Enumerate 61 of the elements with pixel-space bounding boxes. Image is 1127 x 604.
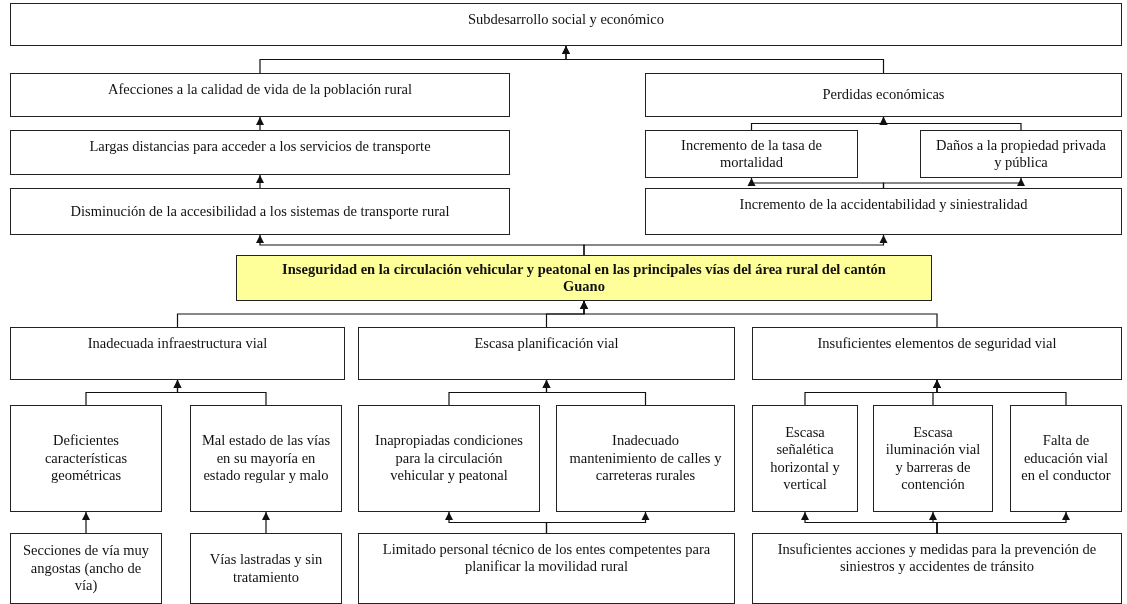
box-text: Incremento de la accidentabilidad y siniestralidad bbox=[739, 196, 1028, 214]
arrow bbox=[255, 174, 265, 189]
cause-effect-box bbox=[10, 533, 162, 604]
arrow bbox=[545, 511, 650, 534]
problem-box bbox=[236, 255, 932, 301]
cause-effect-box bbox=[190, 533, 342, 604]
cause-effect-box bbox=[10, 3, 1122, 46]
box-text: Secciones de vía muy angostas (ancho de vía) bbox=[21, 542, 150, 595]
cause-effect-box bbox=[358, 533, 735, 604]
cause-effect-box bbox=[10, 73, 510, 117]
cause-effect-box bbox=[645, 73, 1122, 117]
cause-effect-box bbox=[10, 327, 345, 380]
box-text: Afecciones a la calidad de vida de la población rural bbox=[108, 81, 412, 99]
box-text: Deficientes características geométricas bbox=[43, 432, 129, 485]
box-text: Inapropiadas condiciones para la circulación vehicular y peatonal bbox=[374, 432, 524, 485]
cause-effect-box bbox=[358, 405, 540, 512]
cause-effect-box bbox=[645, 130, 858, 178]
cause-effect-box bbox=[920, 130, 1122, 178]
box-text: Escasa señalética horizontal y vertical bbox=[769, 423, 841, 494]
box-text: Perdidas económicas bbox=[822, 86, 945, 104]
box-text: Inseguridad en la circulación vehicular y peatonal en las principales vías del área rural del cantón Guano bbox=[281, 260, 887, 296]
box-text: Daños a la propiedad privada y pública bbox=[935, 136, 1107, 172]
arrow bbox=[882, 177, 1026, 189]
arrow bbox=[936, 511, 1071, 534]
box-text: Vías lastradas y sin tratamiento bbox=[208, 551, 324, 586]
cause-effect-box bbox=[645, 188, 1122, 235]
cause-effect-box bbox=[752, 533, 1122, 604]
box-text: Escasa planificación vial bbox=[474, 335, 619, 353]
cause-effect-box bbox=[1010, 405, 1122, 512]
box-text: Insuficientes acciones y medidas para la prevención de siniestros y accidentes de tránsito bbox=[776, 541, 1098, 576]
cause-effect-box bbox=[10, 188, 510, 235]
box-text: Limitado personal técnico de los entes competentes para planificar la movilidad rural bbox=[381, 541, 712, 576]
arrow bbox=[81, 511, 91, 534]
cause-effect-box bbox=[190, 405, 342, 512]
box-text: Incremento de la tasa de mortalidad bbox=[680, 136, 823, 172]
cause-effect-box bbox=[873, 405, 993, 512]
arrow bbox=[255, 116, 265, 131]
cause-effect-box bbox=[10, 130, 510, 175]
arrow bbox=[173, 379, 267, 406]
box-text: Falta de educación vial en el conductor bbox=[1021, 432, 1111, 485]
cause-effect-box bbox=[752, 405, 858, 512]
box-text: Inadecuado mantenimiento de calles y carreteras rurales bbox=[568, 432, 723, 485]
cause-effect-box bbox=[358, 327, 735, 380]
arrow bbox=[747, 177, 885, 189]
cause-effect-box bbox=[556, 405, 735, 512]
box-text: Disminución de la accesibilidad a los sistemas de transporte rural bbox=[70, 202, 450, 221]
arrow bbox=[579, 300, 938, 328]
box-text: Mal estado de las vías en su mayoría en estado regular y malo bbox=[201, 432, 331, 485]
arrow bbox=[542, 379, 647, 406]
box-text: Insuficientes elementos de seguridad vial bbox=[817, 335, 1057, 353]
box-text: Inadecuada infraestructura vial bbox=[87, 335, 268, 353]
arrow bbox=[561, 45, 885, 74]
box-text: Subdesarrollo social y económico bbox=[467, 11, 665, 29]
cause-effect-box bbox=[10, 405, 162, 512]
arrow bbox=[879, 116, 1022, 131]
box-text: Escasa iluminación vial y barreras de contención bbox=[884, 423, 982, 494]
box-text: Largas distancias para acceder a los servicios de transporte bbox=[89, 138, 431, 156]
arrow bbox=[261, 511, 271, 534]
arrow bbox=[583, 234, 888, 256]
cause-effect-box bbox=[752, 327, 1122, 380]
arrow bbox=[932, 379, 1067, 406]
